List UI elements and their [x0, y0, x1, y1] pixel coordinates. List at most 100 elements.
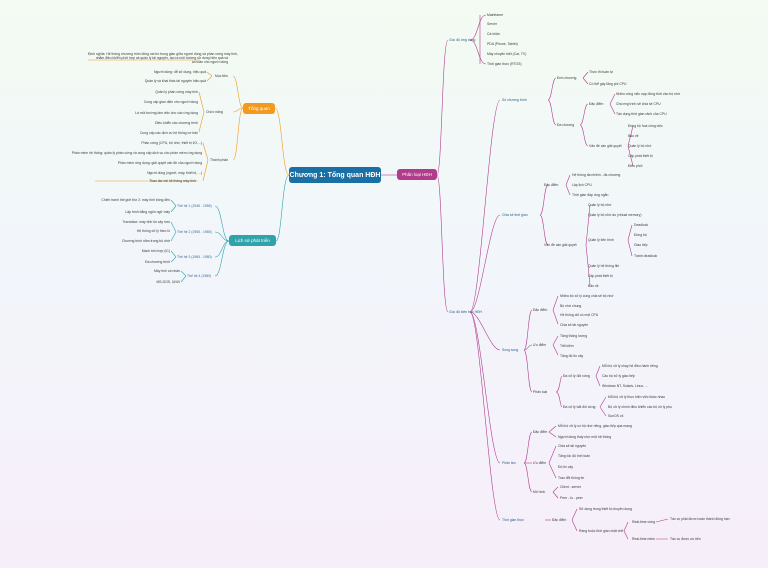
da-chuong-dac-diem-label: Đặc điểm	[589, 102, 604, 106]
the-he-4-label: Thế hệ 4 (1980)	[187, 274, 212, 278]
the-he-1-label: Thế hệ 1 (1945 - 1955)	[177, 204, 212, 208]
ung-dung-item: Server	[487, 22, 497, 26]
chuc-nang-item: Cung cấp giao diện cho người dùng	[143, 100, 198, 104]
goc-do-ung-dung-label: Góc độ ứng dụng	[449, 38, 476, 42]
chia-se-sub-item: Giao tiếp	[634, 243, 648, 247]
the-he-item: Transistor: máy tính tin cậy hơn	[122, 220, 170, 224]
phan-tan-mo-hinh-item: Peer - to - peer	[560, 496, 583, 500]
song-song-uu-diem-item: Tăng thông lượng	[560, 334, 588, 338]
phan-tan-dac-diem-label: Đặc điểm	[533, 430, 548, 434]
doi-xung-item: Windows NT, Solaris, Linux, ...	[602, 384, 648, 388]
phan-tan-mo-hinh-label: Mô hình	[533, 490, 546, 494]
chuc-nang-item: Là môi trường làm việc cho các ứng dụng	[135, 111, 198, 115]
da-chuong-van-de-item: Bảo vệ	[628, 134, 639, 138]
da-chuong-label: Đa chương	[557, 123, 575, 127]
the-he-3-label: Thế hệ 3 (1965 - 1980)	[177, 255, 212, 259]
chia-se-dac-diem-item: Lập lịch CPU	[572, 183, 592, 187]
song-song-label: Song song	[502, 348, 519, 352]
bat-doi-xung-item: SunOS v4	[608, 414, 624, 418]
da-chuong-dac-diem-item: Tận dụng thời gian rảnh của CPU	[616, 112, 667, 116]
thoi-gian-thuc-label: Thời gian thực	[502, 518, 525, 522]
thoi-gian-thuc-item: Ràng buộc thời gian chặt chẽ	[579, 529, 624, 533]
don-chuong-item: Thực thi tuần tự	[589, 70, 614, 74]
phan-tan-uu-diem-item: Tăng tốc độ tính toán	[558, 454, 591, 458]
thanh-phan-item: Phần cứng (CPU, bộ nhớ, thiết bị I/O,...…	[141, 141, 202, 145]
phan-tan-mo-hinh-item: Client - server	[560, 485, 582, 489]
so-chuong-trinh-label: Số chương trình	[502, 98, 527, 102]
definition-line: Định nghĩa: Hệ thống chương trình đóng v…	[88, 52, 238, 56]
thanh-phan-item: Người dùng (người, máy, thiết bị, ...)	[147, 171, 202, 175]
doi-xung-item: Các bộ xử lý giao tiếp	[602, 374, 635, 378]
chuc-nang-item: Điều khiển các chương trình	[155, 121, 198, 125]
thanh-phan-item: Phần mềm ứng dụng: giải quyết vấn đề của…	[117, 161, 202, 165]
chia-se-van-de-item: Quản lý hệ thống file	[588, 264, 620, 268]
thanh-phan-item: Phần mềm hệ thống: quản lý phần cứng và …	[71, 151, 202, 155]
bat-doi-xung-label: Đa xử lý bất đối xứng	[563, 405, 596, 409]
chia-se-dac-diem-item: Thời gian đáp ứng ngắn	[572, 193, 609, 197]
phan-tan-uu-diem-item: Trao đổi thông tin	[558, 476, 585, 480]
chuc-nang-item: Cung cấp các dịch vụ hệ thống cơ bản	[139, 131, 198, 135]
the-he-item: Đa chương trình	[145, 260, 170, 264]
lich-su-node[interactable]: Lịch sử phát triển	[229, 235, 276, 246]
song-song-uu-diem-item: Tiết kiệm	[560, 344, 574, 348]
kien-truc-label: Góc độ kiến trúc HĐH	[449, 310, 482, 314]
chia-se-van-de-item: Quản lý bộ nhớ	[588, 203, 612, 207]
real-time-mem: Real-time mềm	[632, 537, 655, 541]
bat-doi-xung-item: Bộ xử lý chính điều khiển các bộ xử lý p…	[608, 405, 672, 409]
the-he-item: Chương trình nằm trong bộ nhớ	[121, 239, 170, 243]
chia-se-van-de-item: Quản lý tiến trình	[588, 238, 614, 242]
song-song-dac-diem-item: Bộ nhớ chung	[560, 304, 582, 308]
da-chuong-dac-diem-item: Chương trình sẽ chia sẻ CPU	[616, 102, 661, 106]
song-song-dac-diem-label: Đặc điểm	[533, 308, 548, 312]
phan-loai-node[interactable]: Phân loại HĐH	[397, 169, 437, 180]
da-chuong-van-de-item: Quản lý bộ nhớ	[628, 144, 652, 148]
chia-se-dac-diem-label: Đặc điểm	[544, 183, 559, 187]
doi-xung-label: Đa xử lý đối xứng	[563, 374, 590, 378]
ung-dung-item: Thời gian thực (RTOS)	[487, 62, 522, 66]
definition-line: an toàn cho người dùng	[191, 60, 228, 64]
chia-se-van-de-item: Quản lý bộ nhớ ảo (virtual memory)	[588, 213, 642, 217]
tong-quan-node[interactable]: Tổng quan	[243, 103, 275, 114]
chia-se-sub-item: Deadlock	[634, 223, 649, 227]
da-chuong-van-de-item: Đồng bộ hoá công việc	[628, 124, 663, 128]
the-he-item: MS-DOS, UNIX	[156, 280, 180, 284]
thanh-phan-extra: Thao tác với hệ thống máy tính	[149, 179, 196, 183]
phan-tan-dac-diem-item: Người dùng thấy như một hệ thống	[558, 435, 612, 439]
da-chuong-van-de-label: Vấn đề cần giải quyết	[589, 144, 622, 148]
the-he-2-label: Thế hệ 2 (1955 - 1965)	[177, 230, 212, 234]
chia-se-sub-item: Đồng bộ	[634, 233, 647, 237]
song-song-dac-diem-item: Hệ thống chỉ có một CPU	[560, 313, 599, 317]
the-he-item: Hệ thống xử lý theo lô	[136, 229, 170, 233]
da-chuong-dac-diem-item: Nhiều công việc nạp đồng thời vào bộ nhớ	[616, 92, 681, 96]
real-time-cung-item: Tác vụ phải được hoàn thành đúng hạn	[670, 517, 730, 521]
phan-tan-uu-diem-item: Chia sẻ tài nguyên	[558, 444, 587, 448]
thanh-phan-label: Thành phần	[210, 158, 229, 162]
root-node[interactable]: Chương 1: Tổng quan HĐH	[289, 167, 381, 183]
ung-dung-item: Máy chuyên biệt (Car, TV)	[487, 52, 527, 56]
ung-dung-item: PDA (Phone, Tablet)	[487, 42, 518, 46]
chia-se-sub-item: Tránh deadlock	[634, 254, 658, 258]
thoi-gian-thuc-dac-diem-label: Đặc điểm	[552, 518, 567, 522]
phan-tan-label: Phân tán	[502, 461, 516, 465]
muc-tieu-item: Quản lý và khai thác tài nguyên hiệu quả	[144, 79, 206, 83]
song-song-phan-loai-label: Phân loại	[533, 390, 548, 394]
da-chuong-van-de-item: Cấp phát thiết bị	[628, 154, 653, 158]
da-chuong-van-de-item: Điều phối	[628, 164, 643, 168]
chia-se-dac-diem-item: Hệ thống đa nhiệm - đa chương	[572, 173, 621, 177]
muc-tieu-item: Người dùng: dễ sử dụng, hiệu quả	[153, 70, 206, 74]
chia-se-label: Chia sẻ thời gian	[502, 213, 528, 217]
chia-se-van-de-item: Bảo vệ	[588, 284, 599, 288]
definition-line: nhằm điều khiển phối hợp và quản lý tài …	[95, 56, 228, 60]
phan-tan-uu-diem-label: Ưu điểm	[533, 461, 547, 465]
thoi-gian-thuc-item: Sử dụng trong thiết bị chuyên dụng	[579, 507, 632, 511]
the-he-item: Máy tính cá nhân	[153, 269, 180, 273]
doi-xung-item: Mỗi bộ xử lý chạy hệ điều hành riêng	[602, 364, 658, 368]
chia-se-van-de-item: Cấp phát thiết bị	[588, 274, 613, 278]
song-song-dac-diem-item: Chia sẻ tài nguyên	[560, 323, 589, 327]
ung-dung-item: Cá nhân	[487, 32, 500, 36]
song-song-uu-diem-item: Tăng độ tin cậy	[560, 354, 584, 358]
the-he-item: Mạch tích hợp (IC)	[141, 249, 170, 253]
song-song-dac-diem-item: Nhiều bộ xử lý cùng chia sẻ bộ nhớ	[560, 294, 614, 298]
phan-tan-uu-diem-item: Độ tin cậy	[558, 465, 574, 469]
